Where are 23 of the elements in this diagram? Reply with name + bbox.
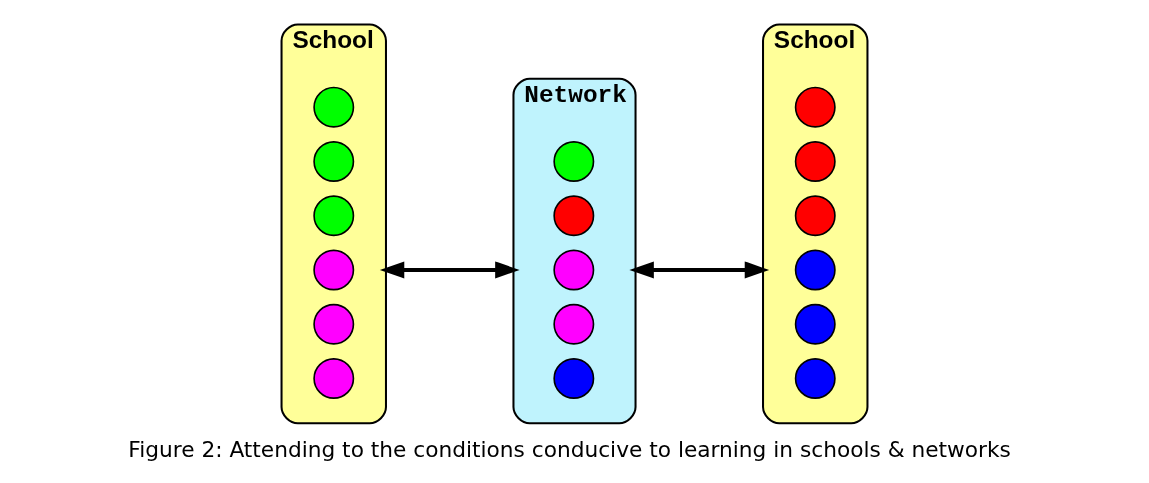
node-circle [794,303,836,345]
node-circle [553,303,595,345]
node-circle [553,195,595,237]
cluster: School [280,23,387,425]
arrow [379,261,520,279]
node-circle [553,141,595,182]
node-circle [794,86,836,128]
caption: Figure 2: Attending to the conditions conducive to learning in schools & networks [128,436,1011,462]
arrow [629,261,770,279]
node-circle [313,195,355,237]
node-circle [313,141,355,182]
node-circle [794,249,836,291]
node-circle [313,249,355,291]
cluster: School [762,23,869,425]
node-circle [794,358,836,399]
node-circle [313,303,355,345]
cluster: Network [512,77,637,425]
node-circle [794,141,836,182]
node-circle [794,195,836,237]
node-circle [553,249,595,291]
node-circle [313,358,355,399]
node-circle [313,86,355,128]
node-circle [553,358,595,399]
